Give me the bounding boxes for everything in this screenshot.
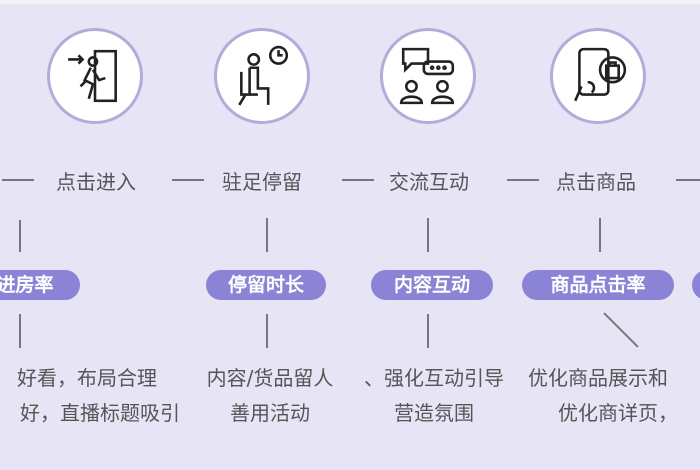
connector-line	[599, 218, 601, 252]
connector-line	[266, 314, 268, 348]
step-4-desc-line-1: 优化商品展示和	[528, 366, 668, 390]
connector-line	[427, 314, 429, 348]
connector-line	[427, 218, 429, 252]
step-3-desc-line-2: 营造氛围	[394, 401, 474, 425]
top-border	[0, 0, 700, 4]
chat-people-icon	[399, 47, 455, 105]
connector-dash	[507, 179, 539, 181]
connector-dash	[172, 179, 204, 181]
person-entering-door-icon	[68, 49, 117, 103]
connector-line	[19, 220, 21, 252]
metric-badge: 商品点击率	[522, 270, 674, 300]
step-label: 交流互动	[389, 170, 469, 194]
step-2-icon-circle	[214, 28, 310, 124]
step-2-desc-line-1: 内容/货品留人	[206, 366, 334, 390]
step-1-icon-circle	[47, 28, 143, 124]
connector-line-diagonal	[603, 312, 639, 348]
step-4-desc-line-2: 优化商详页，	[558, 401, 678, 425]
step-label: 点击进入	[56, 170, 136, 194]
step-4-icon-circle	[550, 28, 646, 124]
connector-line	[19, 314, 21, 348]
seated-person-clock-icon	[238, 45, 289, 106]
connector-line	[266, 218, 268, 252]
connector-dash	[342, 179, 374, 181]
phone-shopping-bag-icon	[574, 47, 627, 102]
connector-dash	[2, 179, 34, 181]
metric-badge: 进房率	[0, 270, 80, 300]
metric-badge: 停留时长	[206, 270, 326, 300]
step-1-desc-line-1: 好看，布局合理	[17, 366, 157, 390]
metric-badge-partial	[692, 270, 700, 300]
step-1-desc-line-2: 好，直播标题吸引	[20, 401, 180, 425]
step-label: 点击商品	[556, 170, 636, 194]
connector-dash	[676, 179, 700, 181]
step-3-desc-line-1: 、强化互动引导	[364, 366, 504, 390]
step-2-desc-line-2: 善用活动	[230, 401, 310, 425]
step-3-icon-circle	[380, 28, 476, 124]
step-label: 驻足停留	[222, 170, 302, 194]
metric-badge: 内容互动	[371, 270, 493, 300]
